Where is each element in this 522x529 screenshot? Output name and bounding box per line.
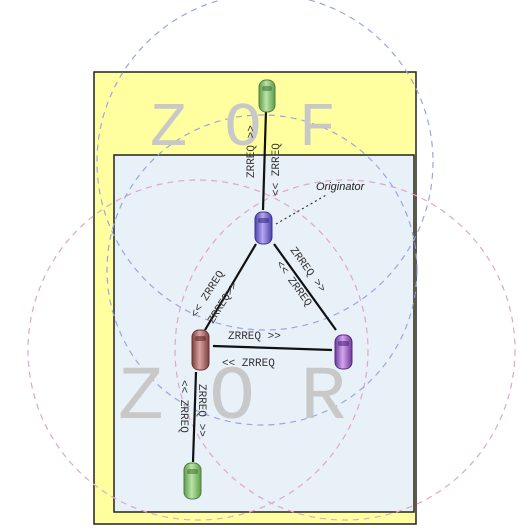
- msg-req-up: ZRREQ >>: [246, 125, 258, 178]
- node-left: [191, 329, 210, 371]
- msg-req-mid-top: ZRREQ >>: [228, 331, 281, 343]
- link-originator-right: [273, 243, 337, 331]
- node-top: [258, 79, 276, 113]
- node-bottom: [183, 462, 202, 500]
- msg-req-mid-bottom: << ZRREQ: [222, 358, 275, 370]
- coverage-circle-center: [106, 114, 418, 426]
- originator-pointer: [275, 193, 329, 225]
- link-left-right: [212, 344, 333, 352]
- coverage-circle-left: [27, 179, 369, 521]
- zof-label: Z O F: [150, 93, 336, 164]
- zor-label: Z O R: [118, 355, 346, 441]
- msg-req-down: << ZRREQ: [271, 143, 283, 196]
- link-left-bottom: [191, 371, 198, 463]
- msg-req-low-right: ZRREQ >>: [195, 384, 207, 437]
- link-top-originator: [261, 109, 268, 211]
- node-originator: [254, 211, 273, 245]
- originator-label: Originator: [316, 181, 366, 193]
- link-originator-left: [204, 243, 257, 331]
- node-right: [334, 334, 353, 370]
- coverage-circle-top: [96, 0, 434, 331]
- coverage-circle-right: [174, 179, 516, 521]
- msg-req-low-left: << ZRREQ: [177, 380, 189, 433]
